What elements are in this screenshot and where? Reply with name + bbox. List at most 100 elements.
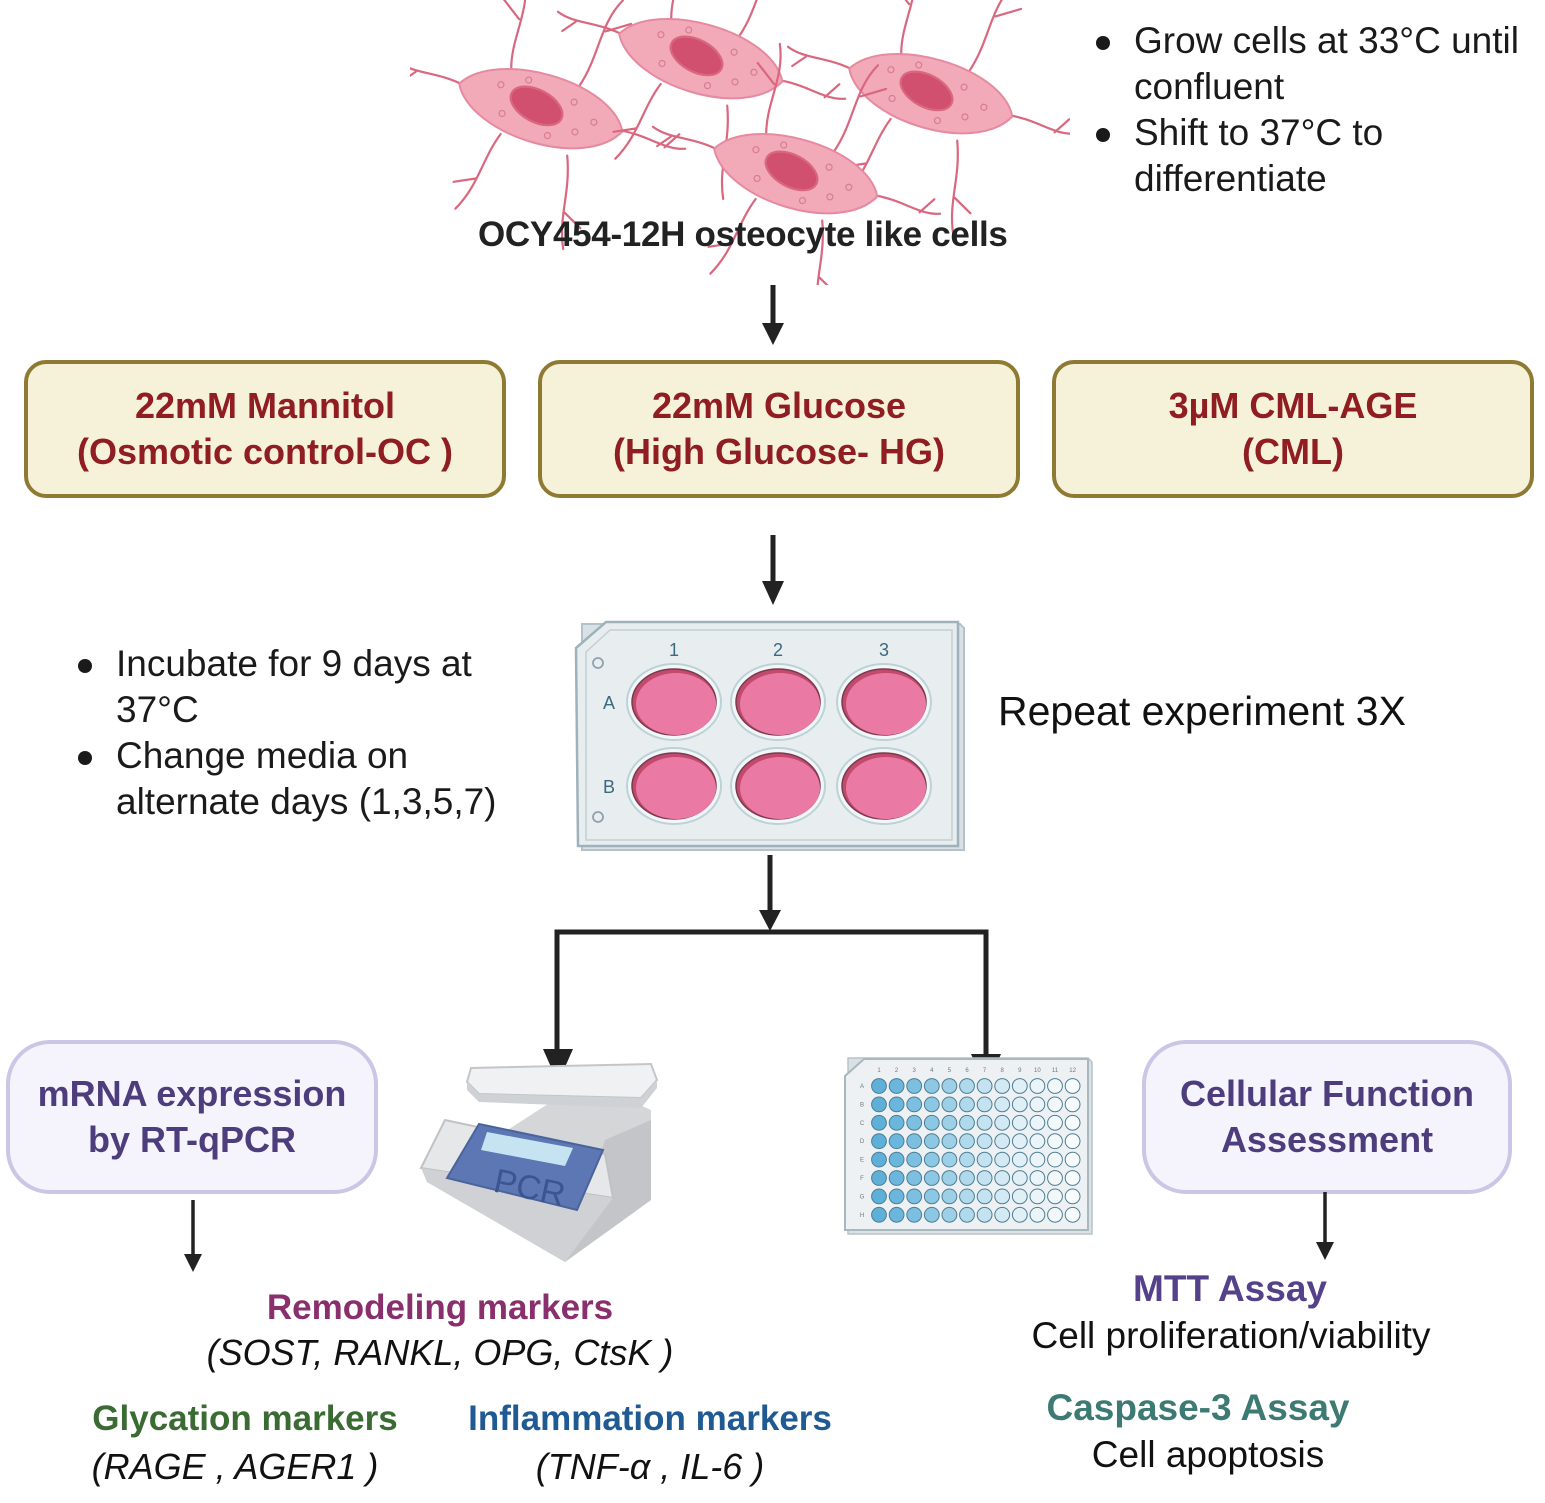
well	[906, 1096, 923, 1113]
osteocyte-cell	[786, 0, 1070, 236]
well	[994, 1078, 1011, 1094]
repeat-note: Repeat experiment 3X	[998, 688, 1406, 734]
well	[1011, 1151, 1028, 1168]
well	[888, 1188, 905, 1205]
row-label: C	[860, 1121, 865, 1127]
well	[1064, 1078, 1081, 1094]
column-label: 2	[895, 1068, 899, 1074]
well	[976, 1188, 993, 1205]
culture-step: Shift to 37°C to differentiate	[1090, 110, 1530, 202]
well	[836, 747, 932, 825]
well	[959, 1188, 975, 1205]
well	[941, 1078, 958, 1094]
well	[1047, 1096, 1063, 1113]
well	[923, 1114, 940, 1131]
well	[836, 663, 932, 741]
well	[1047, 1133, 1063, 1150]
column-label: 3	[913, 1068, 917, 1074]
mrna-title-line1: mRNA expression	[37, 1073, 347, 1114]
well	[1011, 1078, 1028, 1094]
cellular-function-box: Cellular Function Assessment	[1142, 1040, 1512, 1194]
well	[976, 1206, 993, 1223]
well	[1011, 1170, 1028, 1186]
osteocyte-cells-illustration	[410, 0, 1070, 285]
row-label: D	[860, 1139, 865, 1145]
incubation-step: Incubate for 9 days at 37°C	[72, 641, 542, 733]
well	[730, 747, 826, 825]
well	[1011, 1096, 1028, 1113]
well	[976, 1170, 993, 1186]
well	[976, 1151, 993, 1168]
well	[871, 1096, 887, 1113]
well	[959, 1170, 975, 1186]
inflammation-markers-genes: (TNF-α , IL-6 )	[535, 1446, 765, 1487]
well	[1047, 1170, 1063, 1186]
well	[626, 747, 722, 825]
branch-connector	[554, 855, 989, 1083]
remodeling-markers-title: Remodeling markers	[266, 1288, 614, 1327]
well	[994, 1151, 1011, 1168]
well	[923, 1078, 940, 1094]
well	[941, 1206, 958, 1223]
well	[923, 1151, 940, 1168]
mtt-assay-title: MTT Assay	[1133, 1268, 1327, 1309]
arrow-down-icon	[762, 535, 784, 605]
well	[959, 1096, 975, 1113]
well	[941, 1151, 958, 1168]
well	[941, 1133, 958, 1150]
well	[1047, 1151, 1063, 1168]
well	[871, 1170, 887, 1186]
well	[1064, 1170, 1081, 1186]
cellular-function-title-line2: Assessment	[1220, 1119, 1434, 1160]
treatment-box-mannitol: 22mM Mannitol (Osmotic control-OC )	[24, 360, 506, 498]
row-label: H	[860, 1213, 864, 1219]
well	[994, 1133, 1011, 1150]
well	[1011, 1133, 1028, 1150]
column-label: 11	[1052, 1068, 1059, 1074]
well	[871, 1206, 887, 1223]
well	[888, 1151, 905, 1168]
well	[906, 1114, 923, 1131]
column-label: 7	[983, 1068, 987, 1074]
column-label: 1	[669, 640, 679, 660]
well	[923, 1206, 940, 1223]
well	[871, 1114, 887, 1131]
row-label: G	[860, 1194, 865, 1200]
osteocyte-cell	[651, 42, 942, 285]
well	[941, 1170, 958, 1186]
well	[1064, 1114, 1081, 1131]
column-label: 2	[773, 640, 783, 660]
well	[1064, 1151, 1081, 1168]
treatment-name: 22mM Mannitol	[134, 385, 395, 426]
well	[1029, 1114, 1046, 1131]
arrow-down-icon	[184, 1200, 202, 1272]
well	[1047, 1114, 1063, 1131]
well	[923, 1133, 940, 1150]
well	[1064, 1133, 1081, 1150]
row-label: E	[860, 1158, 864, 1164]
well	[730, 663, 826, 741]
well	[923, 1188, 940, 1205]
well	[976, 1114, 993, 1131]
remodeling-markers-genes: (SOST, RANKL, OPG, CtsK )	[206, 1332, 674, 1373]
well	[1047, 1188, 1063, 1205]
cell-line-title: OCY454-12H osteocyte like cells	[478, 215, 1008, 254]
caspase-assay-description: Cell apoptosis	[1091, 1434, 1325, 1475]
well	[976, 1133, 993, 1150]
well	[959, 1114, 975, 1131]
row-label: A	[603, 693, 615, 713]
well	[1011, 1188, 1028, 1205]
well	[1064, 1188, 1081, 1205]
treatment-box-glucose: 22mM Glucose (High Glucose- HG)	[538, 360, 1020, 498]
well	[888, 1078, 905, 1094]
well	[1029, 1188, 1046, 1205]
mtt-assay-description: Cell proliferation/viability	[1031, 1315, 1431, 1356]
well	[994, 1170, 1011, 1186]
well	[1064, 1206, 1081, 1223]
column-label: 3	[879, 640, 889, 660]
culture-step: Grow cells at 33°C until confluent	[1090, 18, 1530, 110]
well	[994, 1188, 1011, 1205]
arrow-down-icon	[762, 285, 784, 345]
well	[888, 1170, 905, 1186]
